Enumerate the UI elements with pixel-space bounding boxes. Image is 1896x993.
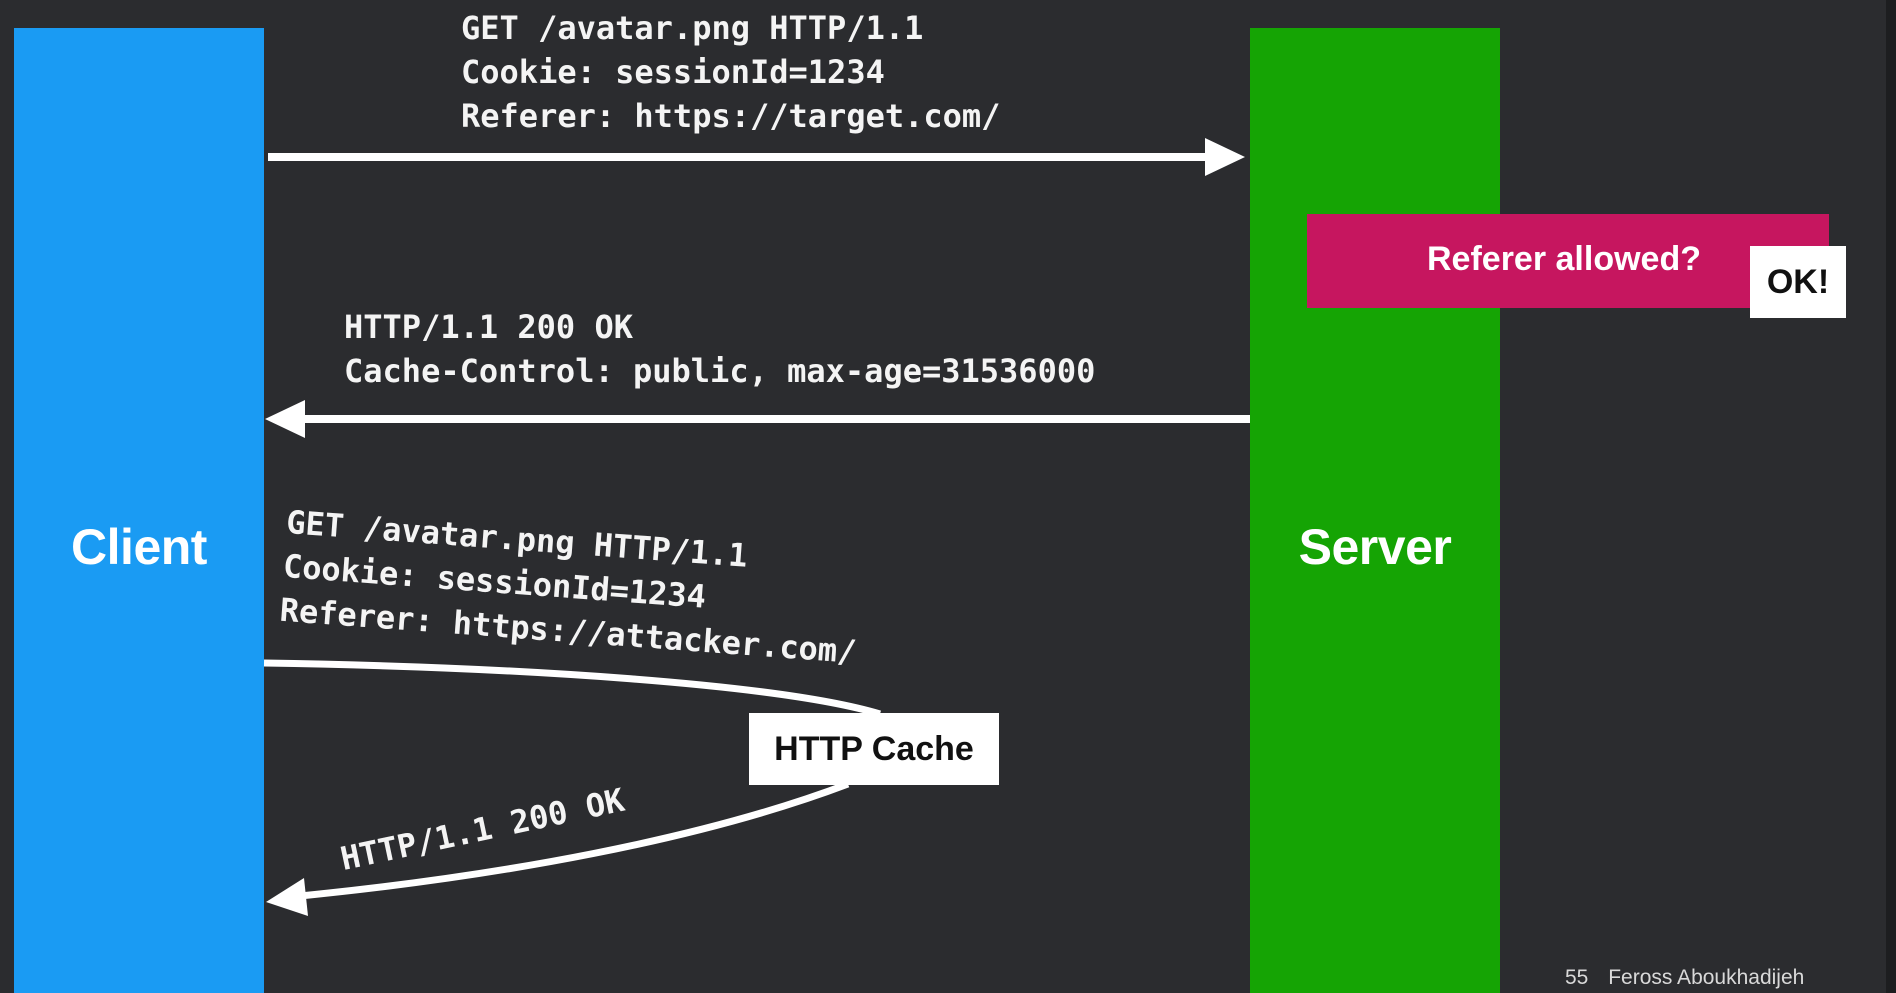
response-message: HTTP/1.1 200 OK Cache-Control: public, m… bbox=[344, 305, 1095, 393]
response-cache-control-header: Cache-Control: public, max-age=31536000 bbox=[344, 352, 1096, 390]
server-label: Server bbox=[1298, 519, 1452, 575]
slide-edge bbox=[1886, 0, 1896, 993]
cached-response-curve bbox=[299, 780, 850, 900]
client-column: Client bbox=[14, 28, 264, 993]
author-name: Feross Aboukhadijeh bbox=[1608, 966, 1805, 989]
server-column: Server bbox=[1250, 28, 1500, 993]
cached-response-arrowhead-icon bbox=[266, 878, 308, 916]
request-message: GET /avatar.png HTTP/1.1 Cookie: session… bbox=[461, 6, 1000, 138]
response-status-line: HTTP/1.1 200 OK bbox=[344, 308, 633, 346]
cached-request-curve bbox=[263, 659, 882, 718]
slide-number: 55 bbox=[1565, 966, 1589, 989]
request-referer-header: Referer: https://target.com/ bbox=[461, 97, 1001, 135]
slide-footer: 55 Feross Aboukhadijeh bbox=[1565, 966, 1804, 990]
request-arrowhead-icon bbox=[1205, 138, 1245, 176]
ok-badge: OK! bbox=[1750, 246, 1846, 318]
response-arrowhead-icon bbox=[265, 400, 305, 438]
referer-check-box: Referer allowed? bbox=[1307, 214, 1829, 308]
request-line: GET /avatar.png HTTP/1.1 bbox=[461, 9, 924, 47]
request-cookie-header: Cookie: sessionId=1234 bbox=[461, 53, 885, 91]
http-cache-box: HTTP Cache bbox=[749, 713, 999, 785]
referer-check-label: Referer allowed? bbox=[1427, 240, 1701, 278]
client-label: Client bbox=[71, 519, 207, 575]
